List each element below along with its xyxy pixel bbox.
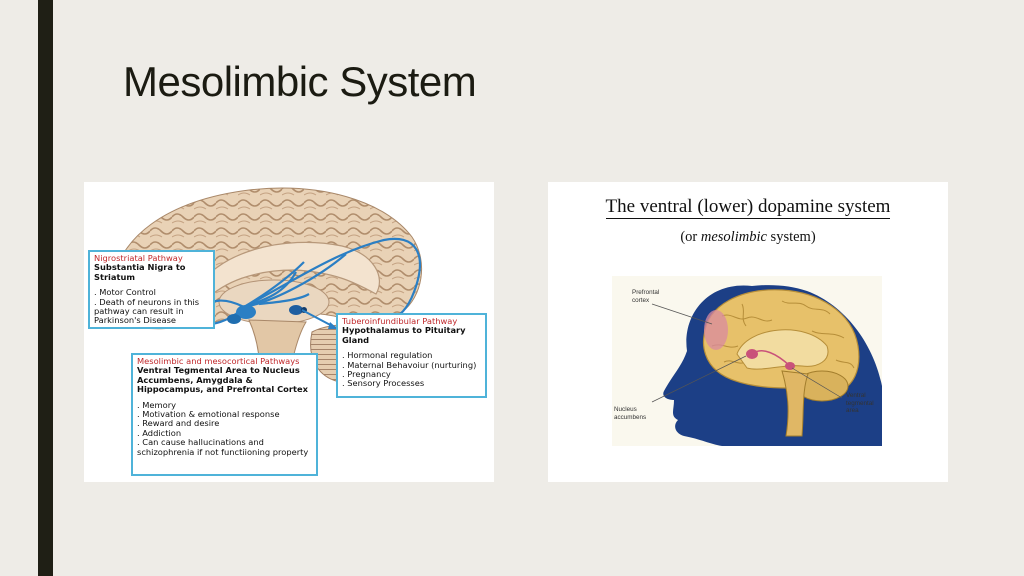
mesolimbic-list: . Memory . Motivation & emotional respon… xyxy=(137,401,312,457)
accent-bar xyxy=(38,0,53,576)
tuberoinfundibular-list: . Hormonal regulation . Maternal Behavoi… xyxy=(342,351,481,389)
mesolimbic-subtitle: Ventral Tegmental Area to Nucleus Accumb… xyxy=(137,366,312,394)
ventral-dopamine-figure: The ventral (lower) dopamine system (or … xyxy=(548,182,948,482)
slide-title: Mesolimbic System xyxy=(123,58,476,106)
mesolimbic-pathway-box: Mesolimbic and mesocortical Pathways Ven… xyxy=(131,353,318,476)
label-ventral-tegmental-area: Ventral tegmental area xyxy=(846,392,874,415)
dopamine-pathways-figure: Nigrostriatal Pathway Substantia Nigra t… xyxy=(84,182,494,482)
tuberoinfundibular-pathway-box: Tuberoinfundibular Pathway Hypothalamus … xyxy=(336,313,487,398)
figure-subtitle: (or mesolimbic system) xyxy=(548,229,948,246)
tuberoinfundibular-subtitle: Hypothalamus to Pituitary Gland xyxy=(342,326,481,345)
label-nucleus-accumbens: Nucleus accumbens xyxy=(614,406,646,421)
figure-title: The ventral (lower) dopamine system xyxy=(548,196,948,218)
nigrostriatal-subtitle: Substantia Nigra to Striatum xyxy=(94,263,209,282)
list-item: . Can cause hallucinations and schizophr… xyxy=(137,438,312,457)
label-prefrontal-cortex: Prefrontal cortex xyxy=(632,289,659,304)
list-item: . Death of neurons in this pathway can r… xyxy=(94,298,209,326)
nigrostriatal-list: . Motor Control . Death of neurons in th… xyxy=(94,288,209,326)
nigrostriatal-pathway-box: Nigrostriatal Pathway Substantia Nigra t… xyxy=(88,250,215,329)
list-item: . Sensory Processes xyxy=(342,379,481,388)
